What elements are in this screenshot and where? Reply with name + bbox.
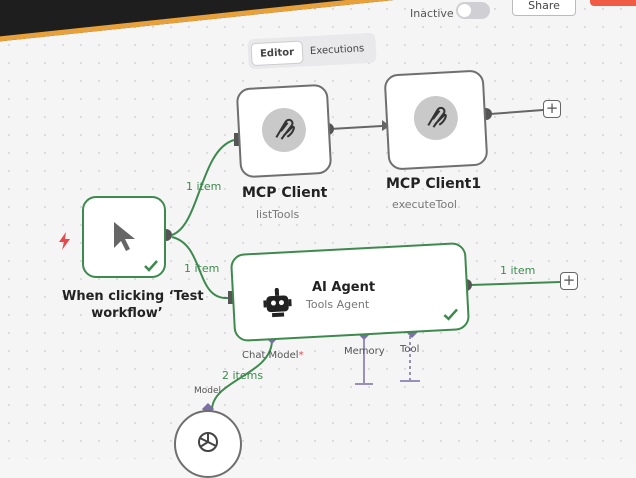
workflow-canvas[interactable]: [0, 0, 636, 459]
ai-agent-subtitle: Tools Agent: [306, 298, 370, 311]
edge-label-trigger-agent: 1 item: [184, 262, 220, 275]
add-node-button-mcp1[interactable]: +: [543, 100, 561, 118]
model-handle-label: Model: [194, 386, 222, 396]
mcp-icon: [260, 106, 308, 154]
mcp-client1-node[interactable]: [383, 69, 489, 171]
robot-icon: [263, 287, 292, 318]
mcp-client-title: MCP Client: [242, 185, 328, 201]
save-button[interactable]: [590, 0, 636, 6]
trigger-title: When clicking ‘Test workflow’: [62, 288, 204, 322]
edge-trigger-agent: [171, 236, 229, 300]
edge-label-trigger-mcp: 1 item: [186, 180, 222, 193]
openai-model-node[interactable]: [174, 410, 242, 478]
mcp-icon: [412, 94, 460, 142]
add-node-button-agent[interactable]: +: [560, 272, 578, 290]
chat-model-text: Chat Model: [242, 350, 299, 361]
required-marker: *: [298, 350, 304, 361]
success-check-icon: [144, 260, 158, 272]
trigger-bolt-icon: [59, 232, 70, 250]
chat-model-label: Chat Model*: [242, 350, 304, 361]
mcp-client-subtitle: listTools: [256, 208, 300, 221]
tool-label: Tool: [400, 344, 420, 355]
edge-label-agent-out: 1 item: [500, 264, 536, 277]
edge-model-agent: [211, 339, 273, 411]
agent-input-handle: [228, 291, 233, 304]
workflow-status-label: Inactive: [410, 7, 454, 20]
mcp-client1-subtitle: executeTool: [392, 198, 457, 211]
ai-agent-node[interactable]: [229, 241, 471, 343]
memory-label: Memory: [344, 346, 385, 357]
trigger-node[interactable]: [82, 196, 166, 278]
trigger-title-line1: When clicking ‘Test: [62, 289, 204, 304]
edge-agent-out: [469, 281, 561, 286]
mcp-client1-title: MCP Client1: [386, 176, 482, 192]
mcp-input-handle: [234, 133, 239, 146]
edge-mcp-mcp1: [329, 125, 383, 130]
openai-icon: [198, 432, 218, 452]
success-check-icon: [443, 308, 458, 321]
trigger-title-line2: workflow’: [91, 306, 163, 321]
toggle-knob: [458, 4, 471, 17]
cursor-icon: [114, 222, 135, 251]
share-button[interactable]: Share: [512, 0, 576, 16]
edge-trigger-mcp: [171, 139, 235, 236]
mcp-client-node[interactable]: [235, 83, 333, 179]
ai-agent-title: AI Agent: [312, 280, 376, 295]
edge-label-model: 2 items: [222, 369, 264, 382]
edge-mcp1-plus: [489, 109, 544, 115]
activate-toggle[interactable]: [456, 2, 490, 19]
